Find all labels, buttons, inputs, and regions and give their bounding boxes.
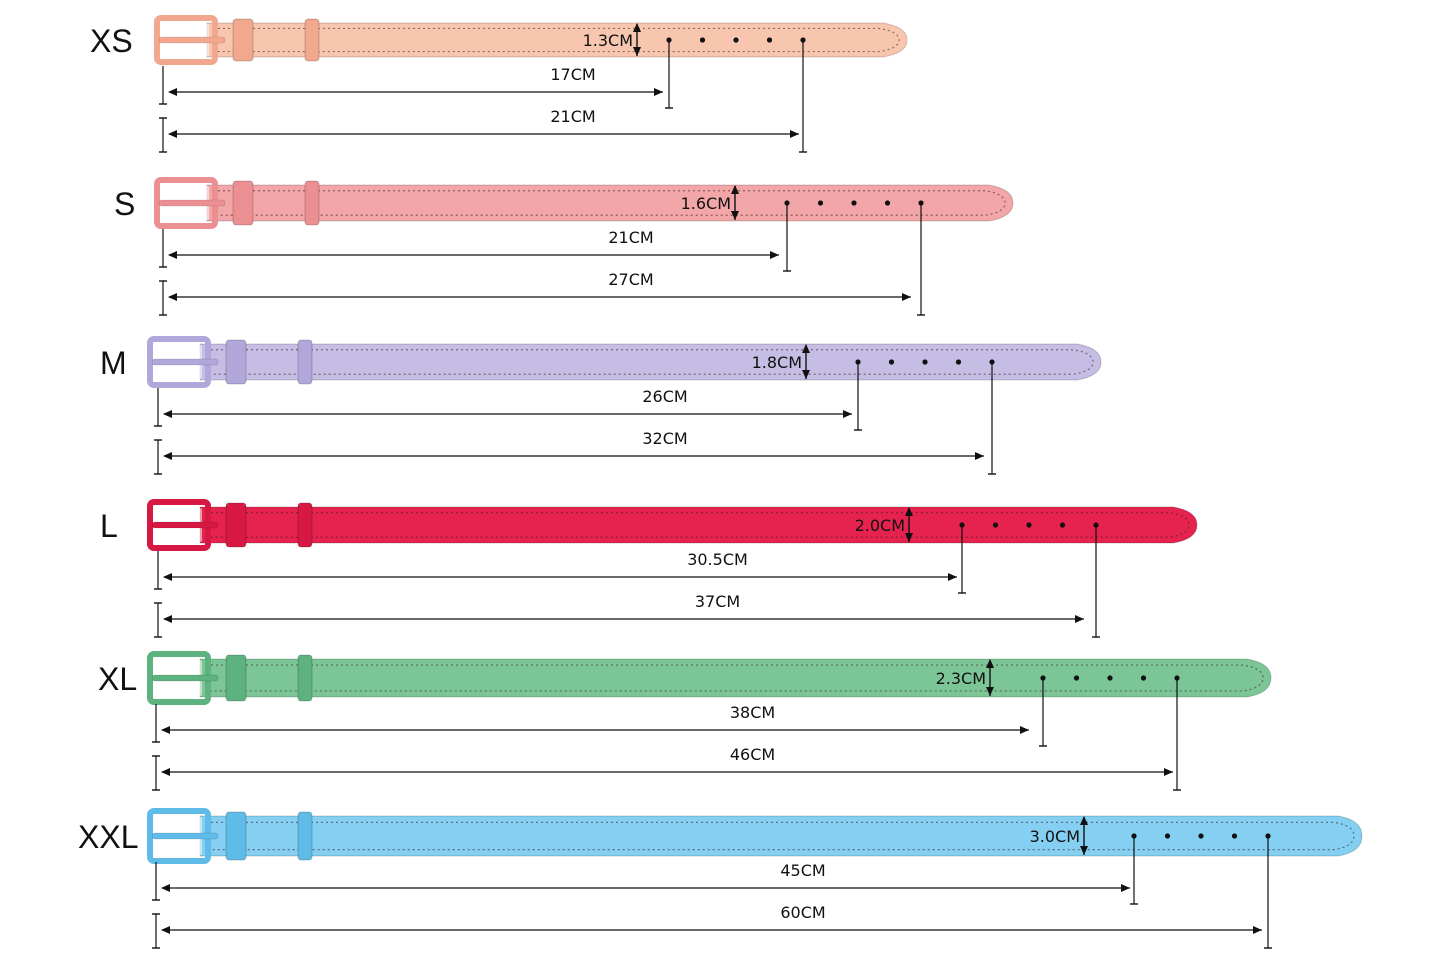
belt-row-xs: XS 1.3CM 17CM 21CM [90, 15, 908, 153]
belt-loop-narrow [297, 654, 313, 702]
belt-row-l: L 2.0CM 30.5CM 37CM [100, 499, 1198, 638]
belt-stitching [206, 512, 1190, 538]
belt-hole [1059, 522, 1066, 528]
belt-hole [766, 37, 773, 43]
buckle-bar [151, 521, 219, 529]
belt-loop-narrow [304, 180, 320, 226]
belt-stitching [206, 821, 1355, 851]
long-length-label: 46CM [730, 745, 775, 764]
belt-hole [1026, 522, 1032, 528]
long-length-label: 32CM [642, 429, 687, 448]
belt-loop-narrow [297, 502, 313, 548]
buckle-bar [151, 358, 219, 366]
belt-row-xxl: XXL 3.0CM 45CM 60CM [78, 808, 1363, 949]
belt-hole [884, 200, 891, 206]
belt-loop-narrow [297, 811, 313, 861]
belt-strap [206, 22, 908, 58]
size-label: XL [98, 661, 137, 697]
size-label: M [100, 345, 127, 381]
belt-row-s: S 1.6CM 21CM 27CM [114, 177, 1014, 316]
width-label: 2.0CM [855, 516, 905, 535]
belt-row-m: M 1.8CM 26CM 32CM [100, 336, 1102, 475]
short-length-label: 45CM [780, 861, 825, 880]
belt-strap [199, 658, 1272, 698]
belt-strap [199, 815, 1363, 857]
belt-stitching [213, 190, 1006, 216]
belt-loop-narrow [304, 18, 320, 62]
long-length-label: 60CM [780, 903, 825, 922]
belt-strap [206, 184, 1014, 222]
width-label: 2.3CM [936, 669, 986, 688]
size-label: L [100, 508, 118, 544]
belt-hole [1198, 833, 1204, 839]
belt-hole [992, 522, 999, 528]
belt-hole [888, 359, 895, 365]
belt-strap [199, 343, 1102, 381]
buckle-bar [151, 674, 219, 682]
belt-hole [851, 200, 857, 206]
belt-stitching [206, 349, 1094, 375]
belt-loop-wide [232, 180, 254, 226]
buckle-bar [158, 36, 226, 44]
belt-hole [1231, 833, 1238, 839]
belt-hole [733, 37, 739, 43]
long-length-label: 27CM [608, 270, 653, 289]
belt-loop-wide [225, 811, 247, 861]
long-length-label: 37CM [695, 592, 740, 611]
short-length-label: 30.5CM [687, 550, 748, 569]
belt-hole [922, 359, 928, 365]
width-label: 1.8CM [752, 353, 802, 372]
belt-loop-wide [225, 502, 247, 548]
belt-hole [699, 37, 706, 43]
buckle-bar [158, 199, 226, 207]
belt-loop-wide [232, 18, 254, 62]
belt-loop-wide [225, 654, 247, 702]
belt-stitching [206, 664, 1264, 692]
belt-hole [817, 200, 824, 206]
size-label: S [114, 186, 135, 222]
width-label: 1.6CM [681, 194, 731, 213]
width-label: 1.3CM [583, 31, 633, 50]
belt-row-xl: XL 2.3CM 38CM 46CM [98, 651, 1272, 791]
belt-strap [199, 506, 1198, 544]
belt-loop-wide [225, 339, 247, 385]
short-length-label: 38CM [730, 703, 775, 722]
width-label: 3.0CM [1030, 827, 1080, 846]
long-length-label: 21CM [550, 107, 595, 126]
belt-loop-narrow [297, 339, 313, 385]
short-length-label: 21CM [608, 228, 653, 247]
size-label: XXL [78, 819, 138, 855]
belt-hole [1073, 675, 1080, 681]
belt-stitching [213, 27, 900, 53]
belt-hole [1140, 675, 1147, 681]
belt-hole [1107, 675, 1113, 681]
size-label: XS [90, 23, 133, 59]
buckle-bar [151, 832, 219, 840]
belt-hole [955, 359, 962, 365]
short-length-label: 26CM [642, 387, 687, 406]
short-length-label: 17CM [550, 65, 595, 84]
belt-hole [1164, 833, 1171, 839]
